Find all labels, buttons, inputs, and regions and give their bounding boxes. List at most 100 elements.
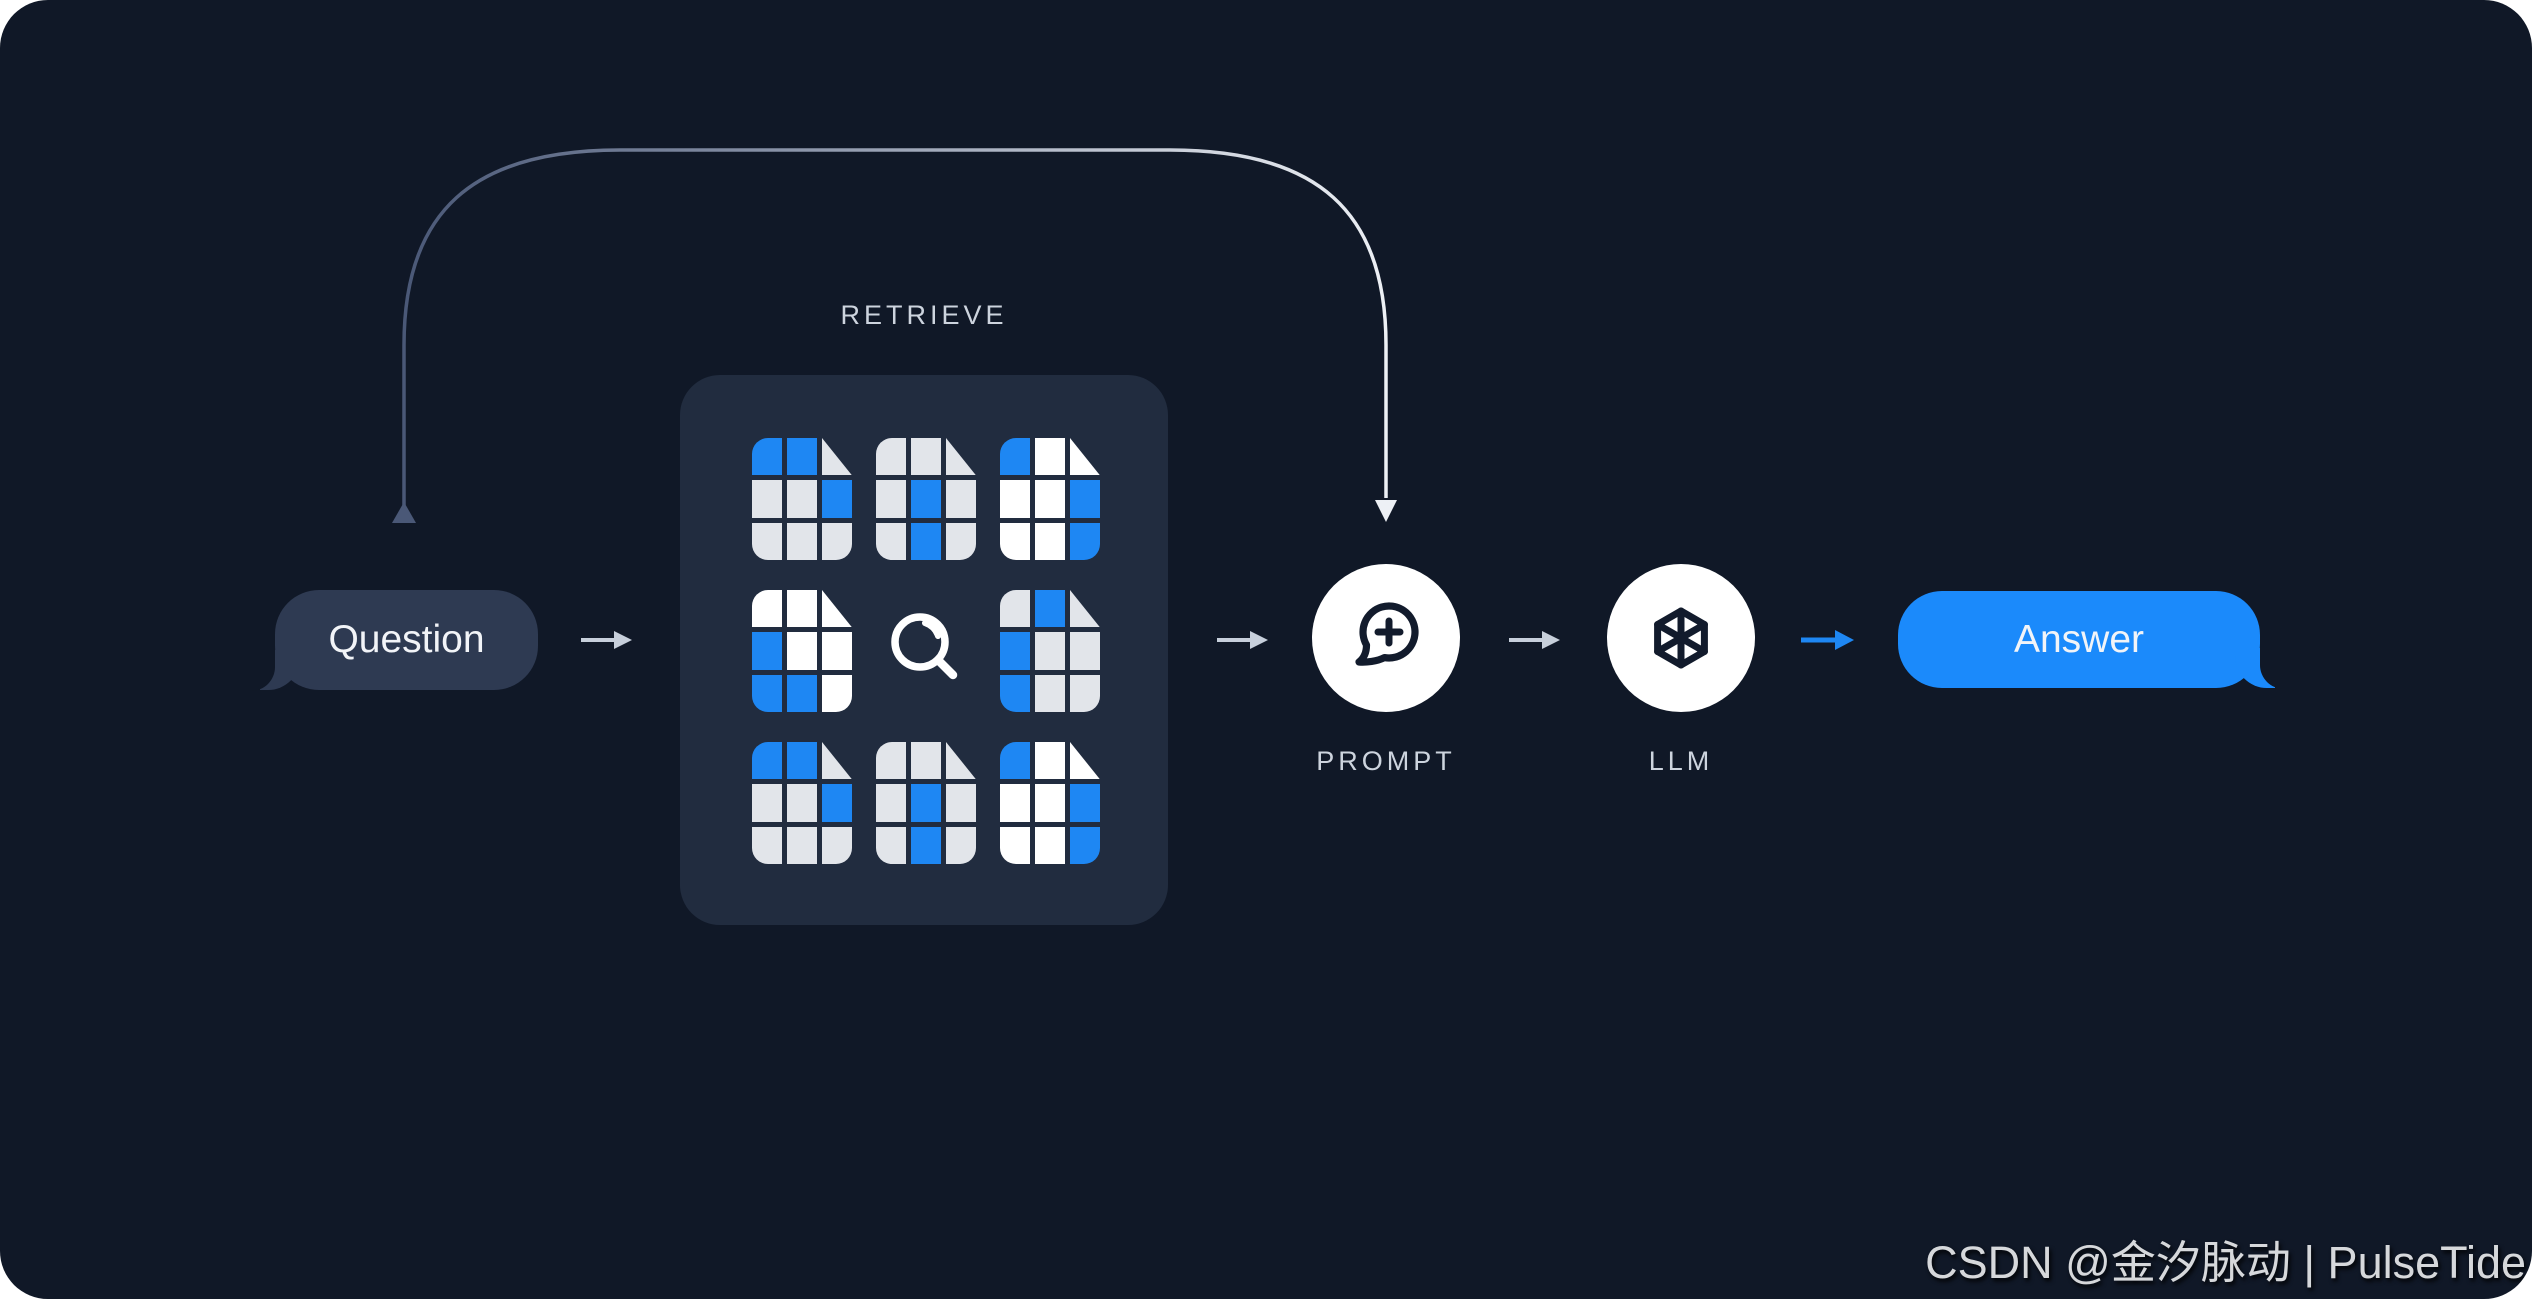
doc-cell — [946, 522, 976, 560]
flow-arrow-blue-icon — [1801, 630, 1854, 650]
llm-label: LLM — [1648, 746, 1714, 776]
doc-cell — [1000, 438, 1030, 476]
doc-fold-corner — [822, 590, 852, 628]
doc-cell — [787, 522, 817, 560]
doc-cell — [911, 480, 941, 518]
doc-cell — [1070, 480, 1100, 518]
hexagon-wireframe-icon — [1654, 607, 1708, 669]
doc-cell — [1000, 784, 1030, 822]
flow-arrow-icon — [581, 631, 632, 649]
doc-cell — [752, 674, 782, 712]
doc-cell — [1000, 632, 1030, 670]
doc-cell — [787, 826, 817, 864]
llm-node — [1607, 564, 1755, 712]
doc-cell — [876, 522, 906, 560]
doc-cell — [1035, 632, 1065, 670]
document-icon — [876, 742, 976, 864]
doc-cell — [822, 674, 852, 712]
document-grid — [752, 438, 852, 560]
doc-cell — [1070, 632, 1100, 670]
doc-cell — [1000, 674, 1030, 712]
flow-arrow-icon — [1509, 631, 1560, 649]
doc-cell — [946, 480, 976, 518]
doc-cell — [1000, 590, 1030, 628]
doc-cell — [946, 784, 976, 822]
doc-fold-corner — [1070, 590, 1100, 628]
retrieve-panel — [680, 375, 1168, 925]
doc-cell — [911, 784, 941, 822]
doc-cell — [1035, 742, 1065, 780]
doc-cell — [1070, 784, 1100, 822]
doc-fold-corner — [1070, 438, 1100, 476]
document-icon — [1000, 590, 1100, 712]
doc-cell — [752, 480, 782, 518]
doc-cell — [787, 590, 817, 628]
doc-cell — [752, 826, 782, 864]
doc-fold-corner — [822, 742, 852, 780]
doc-cell — [876, 480, 906, 518]
doc-cell — [787, 632, 817, 670]
doc-fold-corner — [946, 742, 976, 780]
doc-cell — [787, 784, 817, 822]
doc-cell — [911, 438, 941, 476]
doc-cell — [1035, 438, 1065, 476]
doc-cell — [1035, 674, 1065, 712]
doc-cell — [876, 438, 906, 476]
doc-cell — [1000, 826, 1030, 864]
doc-fold-corner — [946, 438, 976, 476]
document-icon — [752, 742, 852, 864]
doc-cell — [752, 784, 782, 822]
document-grid — [876, 438, 976, 560]
document-icon — [752, 590, 852, 712]
prompt-label: PROMPT — [1316, 746, 1456, 776]
doc-cell — [752, 438, 782, 476]
answer-bubble: Answer — [1898, 591, 2286, 689]
doc-cell — [752, 632, 782, 670]
doc-cell — [752, 590, 782, 628]
document-icon — [1000, 742, 1100, 864]
doc-cell — [1070, 522, 1100, 560]
doc-cell — [946, 826, 976, 864]
answer-label: Answer — [2013, 617, 2145, 661]
document-icon — [876, 438, 976, 560]
retrieve-label: RETRIEVE — [840, 300, 1008, 330]
doc-cell — [876, 784, 906, 822]
doc-cell — [752, 742, 782, 780]
doc-cell — [1000, 480, 1030, 518]
doc-cell — [1035, 590, 1065, 628]
document-grid — [1000, 742, 1100, 864]
doc-cell — [1070, 826, 1100, 864]
doc-cell — [752, 522, 782, 560]
doc-cell — [787, 742, 817, 780]
doc-cell — [1035, 480, 1065, 518]
document-grid — [1000, 438, 1100, 560]
watermark-text: CSDN @金汐脉动 | PulseTide — [1925, 1237, 2526, 1288]
doc-cell — [1035, 522, 1065, 560]
doc-cell — [822, 480, 852, 518]
doc-cell — [1035, 826, 1065, 864]
doc-cell — [911, 522, 941, 560]
document-icon — [1000, 438, 1100, 560]
doc-cell — [787, 480, 817, 518]
doc-cell — [1000, 742, 1030, 780]
doc-cell — [822, 826, 852, 864]
doc-cell — [876, 826, 906, 864]
doc-cell — [822, 522, 852, 560]
doc-fold-corner — [822, 438, 852, 476]
prompt-node — [1312, 564, 1460, 712]
doc-cell — [822, 632, 852, 670]
document-grid — [752, 590, 852, 712]
document-icon — [752, 438, 852, 560]
arc-start-arrowhead-icon — [392, 502, 416, 523]
doc-fold-corner — [1070, 742, 1100, 780]
doc-cell — [1000, 522, 1030, 560]
question-bubble: Question — [249, 590, 538, 691]
doc-cell — [876, 742, 906, 780]
chat-plus-icon — [1355, 602, 1419, 666]
doc-cell — [1035, 784, 1065, 822]
flow-arrow-icon — [1217, 631, 1268, 649]
magnifier-icon — [876, 590, 976, 712]
doc-cell — [787, 674, 817, 712]
doc-cell — [1070, 674, 1100, 712]
